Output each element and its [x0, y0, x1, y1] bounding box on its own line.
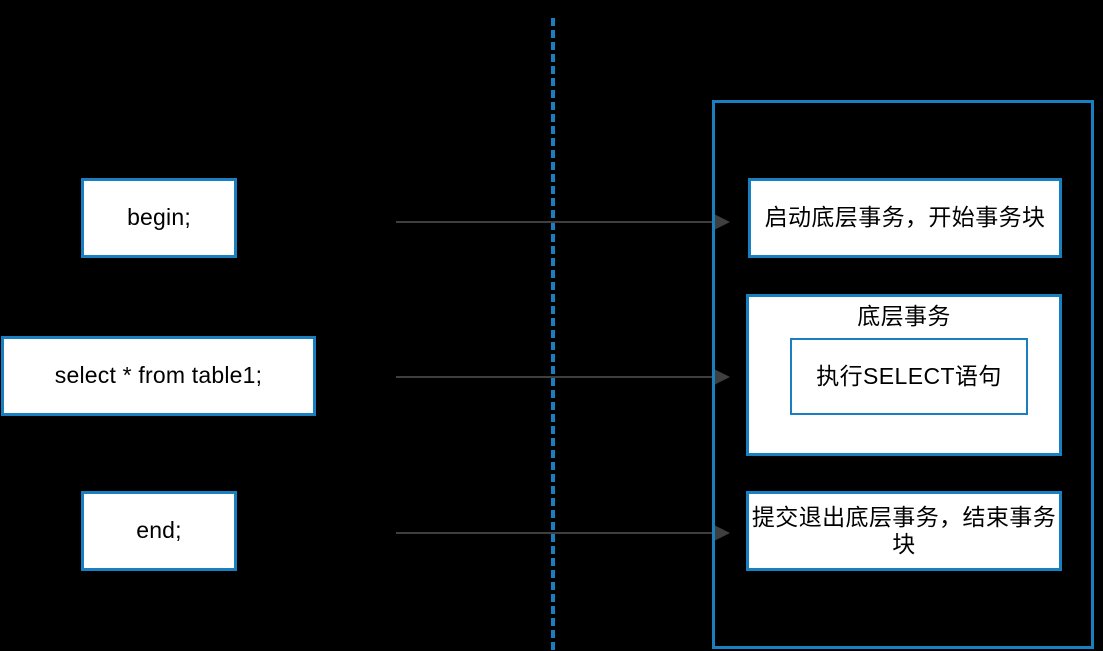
step-label-bottom-transaction: 底层事务 — [857, 303, 951, 329]
step-box-commit-transaction: 提交退出底层事务，结束事务块 — [746, 491, 1062, 571]
statement-label-end: end; — [136, 517, 182, 544]
step-label-exec-select: 执行SELECT语句 — [816, 362, 1002, 389]
statement-label-begin: begin; — [127, 204, 191, 231]
step-label-start-transaction: 启动底层事务，开始事务块 — [764, 204, 1046, 231]
step-label-commit-transaction: 提交退出底层事务，结束事务块 — [751, 503, 1057, 557]
client-server-divider — [551, 18, 555, 650]
arrow-end-to-commit-line — [396, 532, 714, 534]
arrow-begin-to-start-line — [396, 221, 714, 223]
step-box-start-transaction: 启动底层事务，开始事务块 — [748, 178, 1062, 258]
statement-box-begin: begin; — [81, 178, 237, 258]
server-container — [712, 100, 1094, 649]
statement-label-select: select * from table1; — [54, 362, 263, 389]
statement-box-select: select * from table1; — [1, 336, 316, 416]
step-box-bottom-transaction: 底层事务 执行SELECT语句 — [746, 294, 1062, 456]
arrow-end-to-commit-head-icon — [714, 525, 730, 541]
statement-box-end: end; — [81, 491, 237, 571]
step-box-exec-select: 执行SELECT语句 — [790, 338, 1028, 415]
arrow-begin-to-start-head-icon — [714, 214, 730, 230]
arrow-select-to-exec-head-icon — [714, 369, 730, 385]
arrow-select-to-exec-line — [396, 376, 714, 378]
